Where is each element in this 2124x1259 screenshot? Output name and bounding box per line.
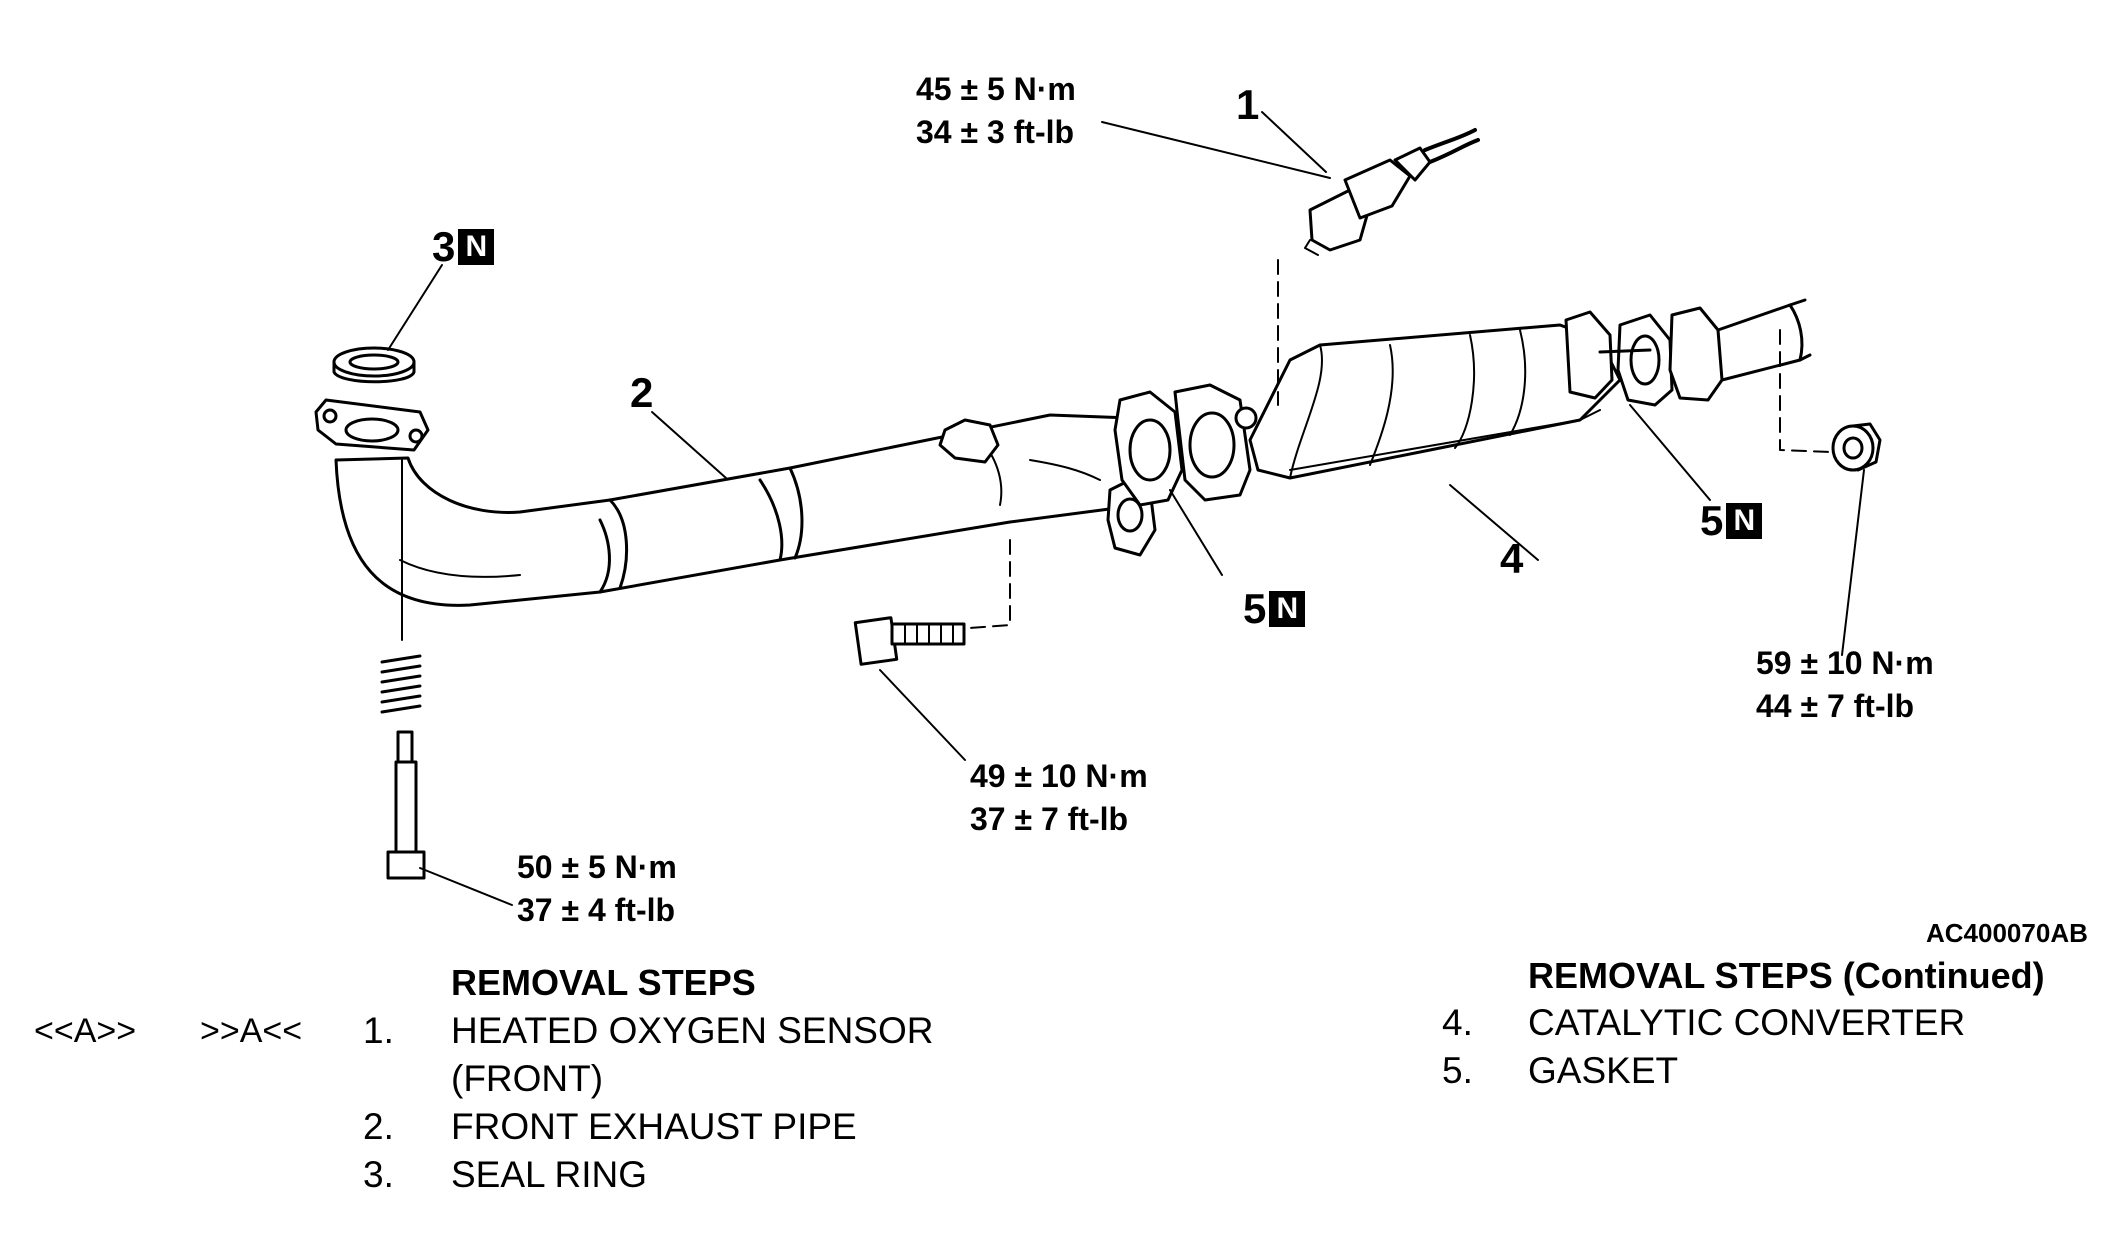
callout-5-rear: 5 N [1700, 497, 1763, 544]
removal-reference: <<A>> [34, 1012, 137, 1050]
callout-number: 3 [432, 223, 456, 270]
callout-4: 4 [1500, 538, 1523, 580]
callout-2: 2 [630, 372, 653, 414]
callout-number: 5 [1243, 585, 1267, 632]
torque-ftlb: 44 ± 7 ft-lb [1756, 688, 1915, 724]
step-number: 5. [1442, 1050, 1473, 1091]
torque-ftlb: 37 ± 7 ft-lb [970, 801, 1129, 837]
torque-spec-sensor: 45 ± 5 N·m 34 ± 3 ft-lb [916, 68, 1076, 154]
step-number: 4. [1442, 1002, 1473, 1043]
torque-spec-spring-bolt: 50 ± 5 N·m 37 ± 4 ft-lb [517, 846, 677, 932]
step-number: 2. [363, 1106, 394, 1147]
new-part-badge: N [1726, 503, 1763, 539]
callout-5-front: 5 N [1243, 585, 1306, 632]
gasket-front [1113, 383, 1252, 507]
new-part-badge: N [1269, 591, 1306, 627]
callout-number: 4 [1500, 535, 1524, 582]
gasket-rear [1598, 298, 1831, 453]
figure-id: AC400070AB [1926, 918, 2088, 948]
torque-ftlb: 37 ± 4 ft-lb [517, 892, 676, 928]
spring-bolt [380, 457, 426, 880]
front-exhaust-pipe [314, 398, 1162, 607]
rear-nut [1831, 422, 1882, 472]
step-label: FRONT EXHAUST PIPE [451, 1106, 857, 1147]
installation-reference: >>A<< [200, 1012, 303, 1050]
callout-number: 2 [630, 369, 654, 416]
callout-1: 1 [1236, 84, 1259, 126]
torque-spec-rear-nut: 59 ± 10 N·m 44 ± 7 ft-lb [1756, 642, 1934, 728]
removal-steps-title: REMOVAL STEPS [451, 962, 756, 1003]
step-label: SEAL RING [451, 1154, 648, 1195]
step-label: HEATED OXYGEN SENSOR [451, 1010, 934, 1051]
catalytic-converter [1234, 259, 1622, 480]
step-label-continued: (FRONT) [451, 1058, 604, 1099]
step-label: CATALYTIC CONVERTER [1528, 1002, 1966, 1043]
seal-ring [332, 346, 416, 384]
leader-lines [387, 111, 1865, 906]
oxygen-sensor [1304, 128, 1480, 256]
callout-number: 1 [1236, 81, 1260, 128]
flange-bolt [853, 539, 1011, 666]
torque-nm: 50 ± 5 N·m [517, 849, 677, 885]
torque-spec-flange-bolt: 49 ± 10 N·m 37 ± 7 ft-lb [970, 755, 1148, 841]
new-part-badge: N [458, 229, 495, 265]
removal-steps-title-continued: REMOVAL STEPS (Continued) [1528, 955, 2045, 996]
step-number: 3. [363, 1154, 394, 1195]
torque-nm: 49 ± 10 N·m [970, 758, 1148, 794]
callout-number: 5 [1700, 497, 1724, 544]
torque-ftlb: 34 ± 3 ft-lb [916, 114, 1075, 150]
torque-nm: 59 ± 10 N·m [1756, 645, 1934, 681]
torque-nm: 45 ± 5 N·m [916, 71, 1076, 107]
step-label: GASKET [1528, 1050, 1679, 1091]
callout-3: 3 N [432, 223, 495, 270]
step-number: 1. [363, 1010, 394, 1051]
